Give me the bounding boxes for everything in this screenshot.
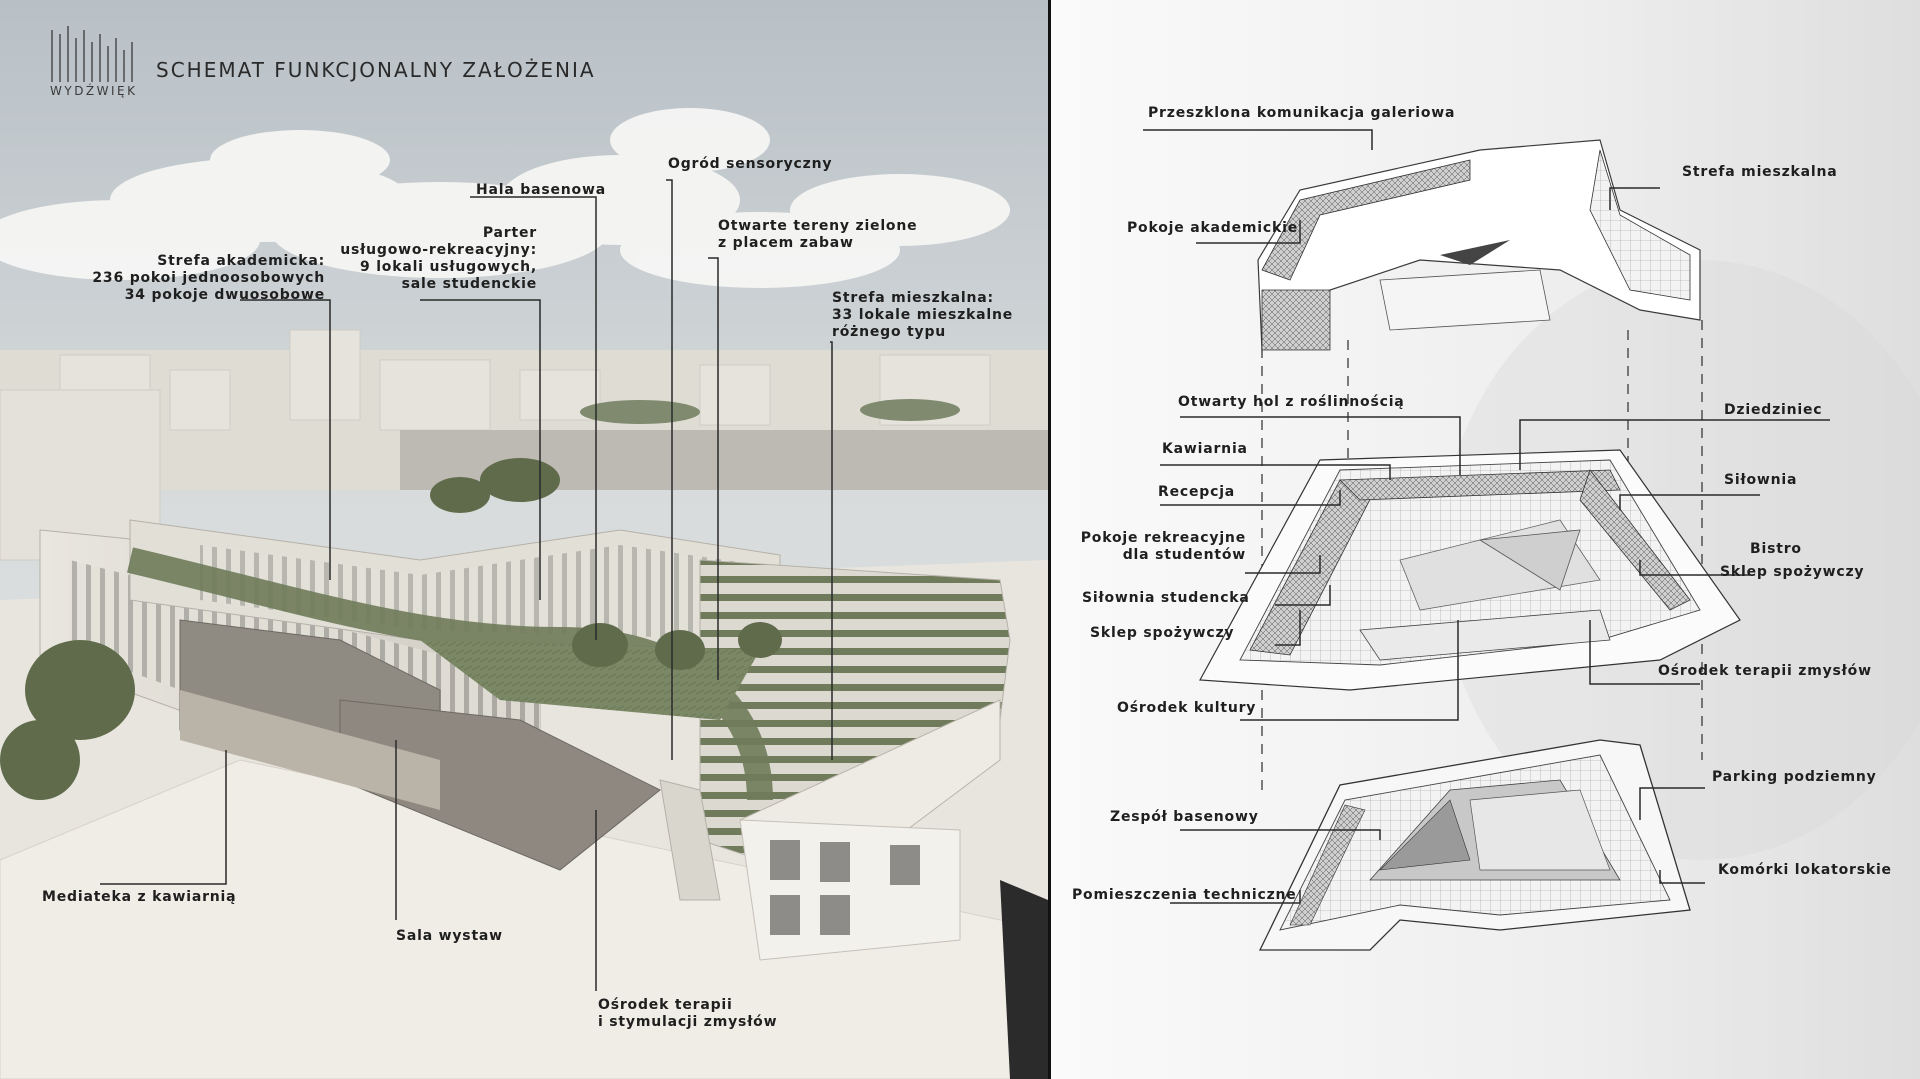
level-ground-floor [1199,449,1741,691]
label-silownia-studencka: Siłownia studencka [1082,590,1250,606]
label-otwarte-tereny: Otwarte tereny zielone z placem zabaw [718,218,918,251]
left-render [0,0,1051,1079]
label-parter: Parter usługowo-rekreacyjny: 9 lokali us… [340,225,537,292]
label-sklep-spozywczy-left: Sklep spożywczy [1090,625,1235,641]
right-diagram [1051,0,1920,1079]
brand-logo [51,26,133,82]
label-zespol-basenowy: Zespół basenowy [1110,809,1259,825]
label-sklep-spozywczy-right: Sklep spożywczy [1720,564,1865,580]
level-upper-floors [1257,139,1701,352]
label-bistro: Bistro [1750,541,1802,557]
label-osrodek-terapii-zmyslow: Ośrodek terapii zmysłów [1658,663,1872,679]
label-hala-basenowa: Hala basenowa [476,182,606,198]
label-pokoje-akademickie: Pokoje akademickie [1127,220,1299,236]
brand-name: WYDŹWIĘK [50,84,138,98]
right-leader-lines [1143,129,1830,904]
label-otwarty-hol: Otwarty hol z roślinnością [1178,394,1405,410]
label-osrodek-kultury: Ośrodek kultury [1117,700,1257,716]
label-silownia: Siłownia [1724,472,1798,488]
left-leader-lines [100,179,833,991]
label-strefa-mieszkalna-diagram: Strefa mieszkalna [1682,164,1838,180]
label-komorki-lokatorskie: Komórki lokatorskie [1718,862,1892,878]
label-mediateka: Mediateka z kawiarnią [42,889,237,905]
label-galeria: Przeszklona komunikacja galeriowa [1148,105,1456,121]
level-basement [1258,739,1691,951]
page-title: SCHEMAT FUNKCJONALNY ZAŁOŻENIA [156,58,596,82]
label-recepcja: Recepcja [1158,484,1236,500]
label-pokoje-rekreacyjne: Pokoje rekreacyjne dla studentów [1080,530,1246,563]
label-ogrod-sensoryczny: Ogród sensoryczny [668,156,833,172]
label-osrodek-terapii: Ośrodek terapii i stymulacji zmysłów [598,997,778,1030]
label-kawiarnia: Kawiarnia [1162,441,1248,457]
label-pomieszczenia-techniczne: Pomieszczenia techniczne [1072,887,1297,903]
label-parking-podziemny: Parking podziemny [1712,769,1877,785]
label-dziedziniec: Dziedziniec [1724,402,1823,418]
clouds [0,108,1010,288]
label-sala-wystaw: Sala wystaw [396,928,503,944]
label-strefa-mieszkalna: Strefa mieszkalna: 33 lokale mieszkalne … [832,290,1014,340]
label-strefa-akademicka: Strefa akademicka: 236 pokoi jednoosobow… [92,253,325,303]
